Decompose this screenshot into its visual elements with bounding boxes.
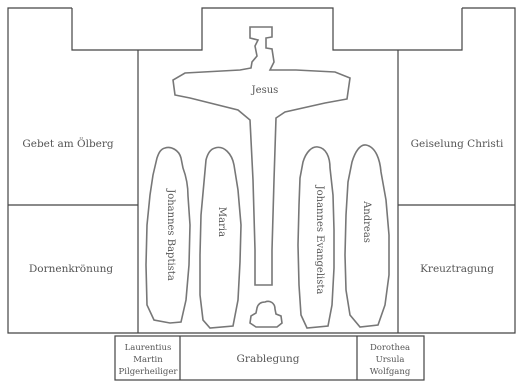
johannes-evangelista-outline	[297, 146, 335, 329]
figure-johannes-evangelista: Johannes Evangelista	[297, 146, 335, 329]
label-johannes-evangelista: Johannes Evangelista	[314, 185, 325, 295]
right-wing-top-step	[398, 8, 463, 51]
crucifix: Jesus	[172, 26, 351, 286]
label-johannes-baptista: Johannes Baptista	[165, 188, 176, 281]
label-martin: Martin	[133, 355, 163, 365]
label-wolfgang: Wolfgang	[370, 367, 411, 377]
label-geiselung-christi: Geiselung Christi	[411, 138, 504, 150]
label-pilgerheiliger: Pilgerheiliger	[119, 367, 179, 377]
label-gebet-am-oelberg: Gebet am Ölberg	[22, 136, 114, 150]
label-maria: Maria	[216, 207, 227, 237]
figure-johannes-baptista: Johannes Baptista	[145, 146, 191, 324]
label-laurentius: Laurentius	[125, 343, 172, 353]
andreas-outline	[344, 144, 390, 328]
crucifix-shape	[172, 26, 351, 286]
johannes-baptista-outline	[145, 146, 191, 324]
maria-outline	[199, 146, 242, 329]
figure-small-base	[249, 300, 283, 328]
label-jesus: Jesus	[251, 85, 279, 96]
altar-frame	[7, 7, 516, 381]
predella-left-saints: Laurentius Martin Pilgerheiliger	[119, 343, 179, 377]
label-kreuztragung: Kreuztragung	[420, 263, 494, 275]
left-wing-outline	[7, 7, 138, 334]
small-base-outline	[249, 300, 283, 328]
predella-outline	[114, 335, 425, 381]
figure-andreas: Andreas	[344, 144, 390, 328]
central-shrine-outline	[138, 7, 398, 51]
label-dornenkroenung: Dornenkrönung	[29, 263, 113, 275]
label-ursula: Ursula	[376, 355, 405, 365]
figure-maria: Maria	[199, 146, 242, 329]
label-dorothea: Dorothea	[370, 343, 410, 353]
label-grablegung: Grablegung	[237, 353, 300, 365]
right-wing-outline	[398, 7, 516, 334]
label-andreas: Andreas	[361, 200, 372, 243]
predella-right-saints: Dorothea Ursula Wolfgang	[370, 343, 411, 377]
left-wing-top-step	[71, 8, 138, 51]
